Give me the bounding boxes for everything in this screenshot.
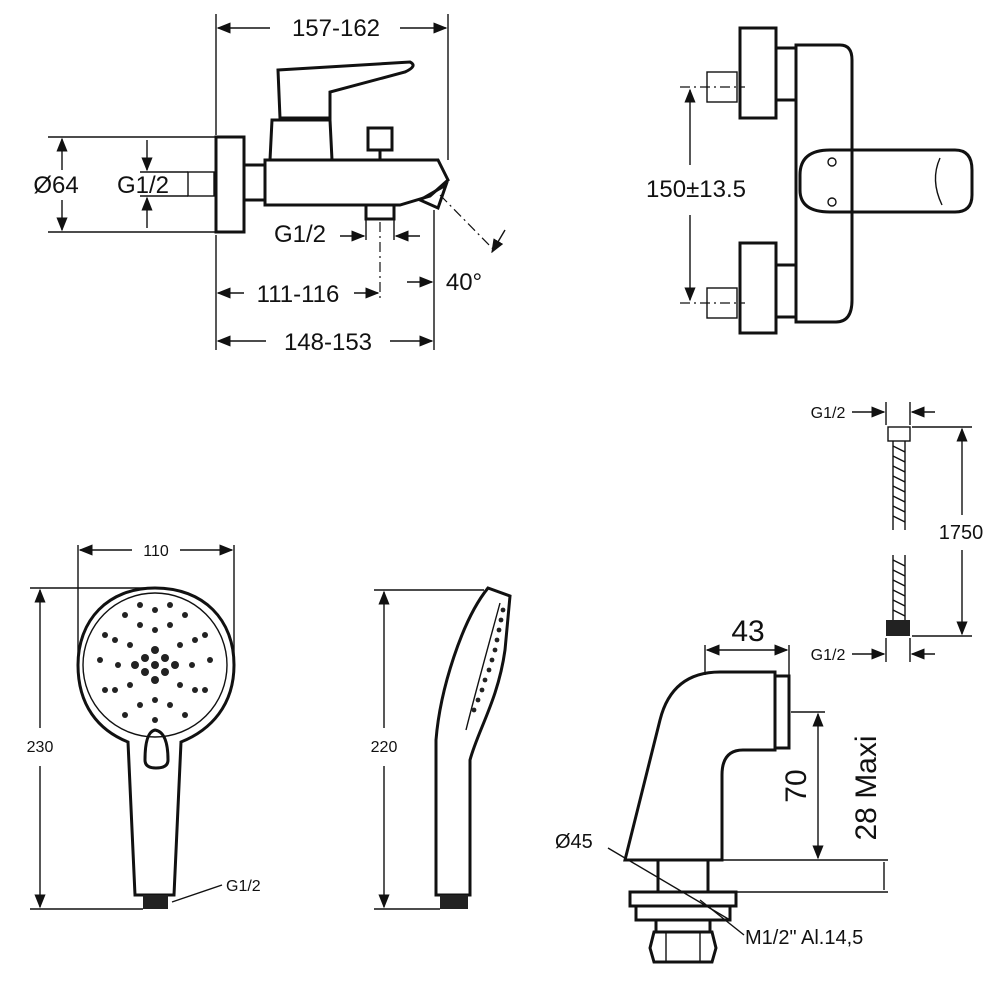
body-connector [242,163,267,202]
dim-eccentric-height: 70 [780,769,813,802]
dim-handshower-thread: G1/2 [226,878,261,895]
dim-flange-diameter: Ø64 [33,172,78,199]
dim-hose-top-thread: G1/2 [811,405,846,422]
faucet-side-view: 157-162 Ø64 G1/2 G1/2 111-116 148-153 [33,14,506,356]
upper-flange [738,26,778,120]
lever-handle [276,60,415,120]
spray-nozzles [97,602,213,723]
lever-top [798,148,974,214]
faucet-top-view: 150±13.5 [646,26,974,335]
lower-flange [738,241,778,335]
eccentric-nut [648,930,718,964]
dim-handshower-width: 110 [143,543,169,560]
dim-center-distance: 150±13.5 [646,176,746,203]
handshower-profile [434,586,512,897]
dim-handshower-side-length: 220 [371,739,398,756]
inlet-nut [187,171,215,197]
faucet-body [263,158,450,207]
handshower-thread [143,895,168,909]
handshower-body [76,586,236,897]
side-thread [440,895,468,909]
dim-outlet-thread: G1/2 [274,221,326,248]
dim-eccentric-diameter: Ø45 [555,831,593,853]
dim-hose-length: 1750 [939,522,984,544]
hose-top-nut [887,426,911,442]
dim-outlet-position: 111-116 [257,281,340,308]
dim-spout-angle: 40° [446,269,482,296]
dim-inlet-thread: G1/2 [117,172,169,199]
dim-eccentric-max: 28 Maxi [850,735,883,840]
eccentric-outlet [773,674,791,750]
dim-eccentric-thread: M1/2" Al.14,5 [745,927,863,949]
eccentric-connector: 43 70 28 Maxi Ø45 M1/2" Al.14,5 [555,615,888,964]
hose-bottom-nut [886,620,910,636]
wall-flange [214,135,246,234]
body-top [794,43,854,324]
handshower-front-view: 110 230 G1/2 [27,543,261,910]
dim-total-depth: 148-153 [284,329,372,356]
side-nozzles [471,607,506,713]
handshower-side-view: 220 [371,586,512,910]
dim-eccentric-width: 43 [731,615,764,648]
hose-outlet [364,203,396,221]
dim-top-width: 157-162 [292,15,380,42]
spray-face [82,592,228,738]
shower-hose: G1/2 1750 G1/2 [811,402,984,664]
eccentric-flange [628,890,738,908]
eccentric-body [623,670,777,862]
cartridge [268,118,334,162]
diverter-knob [366,126,394,152]
spray-selector-button [143,728,170,770]
dim-handshower-length: 230 [27,739,54,756]
dim-hose-bottom-thread: G1/2 [811,647,846,664]
